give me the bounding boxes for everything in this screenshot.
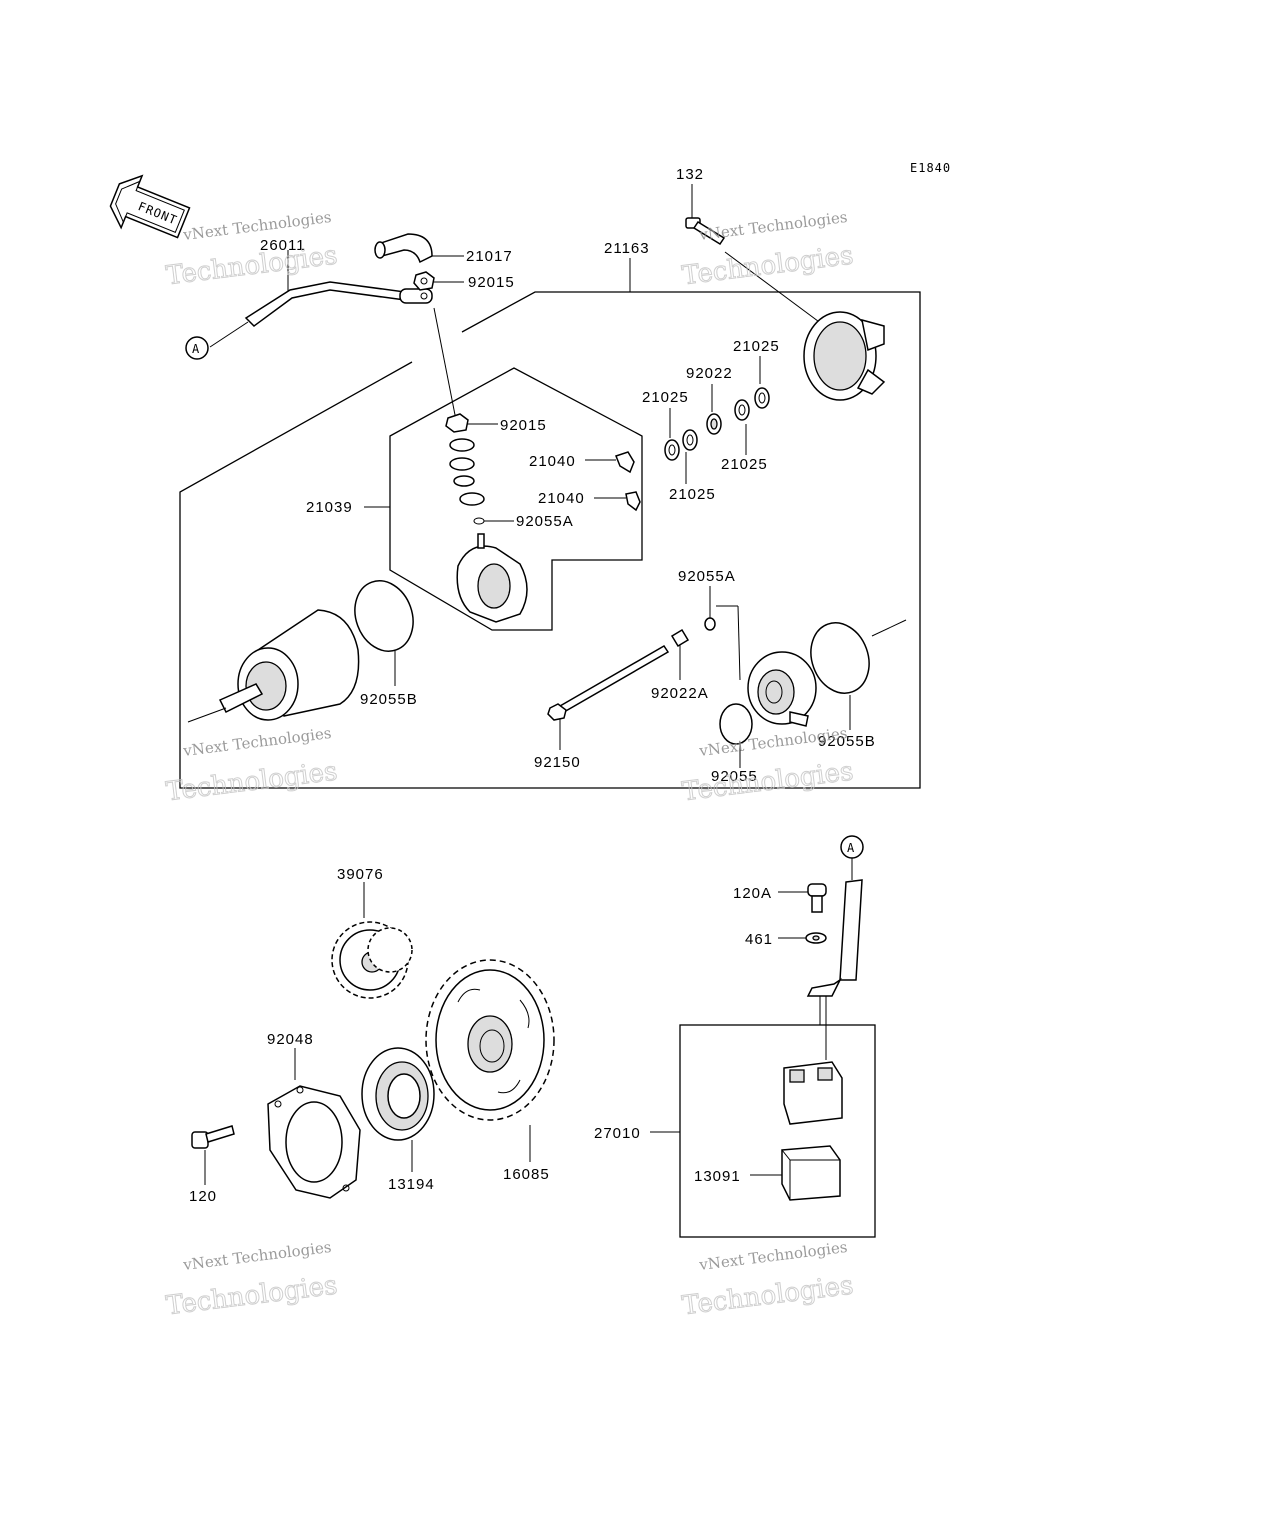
watermark-mid-left: vNext Technologies Technologies [164, 724, 339, 808]
part-label-132: 132 [676, 166, 704, 183]
svg-text:Technologies: Technologies [164, 241, 338, 292]
part-label-21025-b: 21025 [642, 389, 689, 406]
part-label-21025-d: 21025 [669, 486, 716, 503]
brush-holder-group-outline [389, 367, 643, 631]
part-label-92055b-a: 92055B [360, 691, 418, 708]
part-label-13091: 13091 [694, 1168, 741, 1185]
part-label-92048: 92048 [267, 1031, 314, 1048]
part-label-21039: 21039 [306, 499, 353, 516]
part-label-21017: 21017 [466, 248, 513, 265]
part-label-21040-a: 21040 [529, 453, 576, 470]
reference-marker-a-top: A [185, 336, 209, 360]
washer-21025-part-a [754, 387, 770, 409]
part-label-92055: 92055 [711, 768, 758, 785]
washer-21025-part-c [664, 439, 680, 461]
starter-clutch-gear-part [425, 959, 555, 1121]
part-label-21163: 21163 [604, 240, 650, 257]
idle-gear-part [331, 921, 413, 999]
nut-part-top [413, 271, 435, 291]
one-way-clutch-part [361, 1047, 435, 1141]
watermark-top-right: vNext Technologies Technologies [680, 208, 855, 292]
diagram-code: E1840 [910, 161, 951, 175]
part-label-92022: 92022 [686, 365, 733, 382]
bolt-132-part [685, 217, 726, 246]
part-label-21040-b: 21040 [538, 490, 585, 507]
watermark-mid-right: vNext Technologies Technologies [680, 724, 855, 808]
o-ring-92055b-part-a [354, 580, 414, 652]
svg-text:vNext Technologies: vNext Technologies [697, 1238, 848, 1274]
svg-text:vNext Technologies: vNext Technologies [181, 208, 332, 244]
part-label-92015-top: 92015 [468, 274, 515, 291]
relay-cable-part [806, 879, 863, 1060]
watermark-bottom-right: vNext Technologies Technologies [680, 1238, 855, 1322]
brush-plate-part [456, 533, 528, 623]
front-arrow-icon: FRONT [109, 174, 191, 239]
washer-92022-part [706, 413, 722, 435]
part-label-21025-a: 21025 [733, 338, 780, 355]
svg-text:vNext Technologies: vNext Technologies [181, 1238, 332, 1274]
svg-text:A: A [847, 841, 855, 855]
brush-21040-part-a [615, 451, 635, 474]
svg-text:Technologies: Technologies [680, 1271, 854, 1322]
part-label-92150: 92150 [534, 754, 581, 771]
starter-yoke-part [187, 609, 360, 723]
bolt-120a-part [807, 883, 827, 913]
washer-461-part [805, 932, 827, 944]
clutch-holder-part [267, 1085, 361, 1199]
part-label-21025-c: 21025 [721, 456, 768, 473]
part-label-461: 461 [745, 931, 773, 948]
part-label-39076: 39076 [337, 866, 384, 883]
starter-motor-group-outline [179, 291, 921, 789]
part-label-92055b-b: 92055B [818, 733, 876, 750]
part-label-13194: 13194 [388, 1176, 435, 1193]
svg-text:A: A [192, 342, 200, 356]
washer-21025-part-d [682, 429, 698, 451]
relay-cover-part [781, 1145, 841, 1201]
washer-92022a-part [670, 628, 690, 648]
starter-cable-part [244, 281, 433, 327]
terminal-boot-part [374, 233, 433, 264]
svg-text:Technologies: Technologies [164, 757, 338, 808]
part-label-92015-mid: 92015 [500, 417, 547, 434]
leader-lines [204, 184, 853, 1185]
part-label-92022a: 92022A [651, 685, 709, 702]
part-label-26011: 26011 [260, 237, 306, 254]
part-labels: E1840 26011 21017 92015 21163 132 21025 … [189, 161, 951, 1205]
part-label-120a: 120A [733, 885, 772, 902]
part-label-92055a-b: 92055A [678, 568, 736, 585]
part-label-120: 120 [189, 1188, 217, 1205]
o-ring-92055a-part-b [704, 617, 716, 631]
watermark-bottom-left: vNext Technologies Technologies [164, 1238, 339, 1322]
through-bolt-part [547, 644, 670, 721]
relay-group-outline [679, 1024, 876, 1238]
bolt-120-part [191, 1125, 235, 1149]
watermark-top-left: vNext Technologies Technologies [164, 208, 339, 292]
washer-21025-part-b [734, 399, 750, 421]
svg-text:vNext Technologies: vNext Technologies [697, 208, 848, 244]
svg-text:Technologies: Technologies [164, 1271, 338, 1322]
part-label-92055a-a: 92055A [516, 513, 574, 530]
svg-text:vNext Technologies: vNext Technologies [181, 724, 332, 760]
svg-text:Technologies: Technologies [680, 757, 854, 808]
starter-relay-part [783, 1061, 843, 1125]
starter-end-cover-part [803, 311, 886, 401]
o-ring-92055b-part-b [810, 622, 870, 694]
terminal-nut-stack-part [445, 413, 485, 525]
o-ring-92055-part [719, 703, 753, 745]
starter-front-cover-part [747, 651, 817, 727]
part-label-16085: 16085 [503, 1166, 550, 1183]
brush-21040-part-b [625, 491, 641, 512]
assembly-arrow-line [871, 619, 907, 637]
reference-marker-a-bottom: A [840, 835, 864, 859]
part-label-27010: 27010 [594, 1125, 641, 1142]
